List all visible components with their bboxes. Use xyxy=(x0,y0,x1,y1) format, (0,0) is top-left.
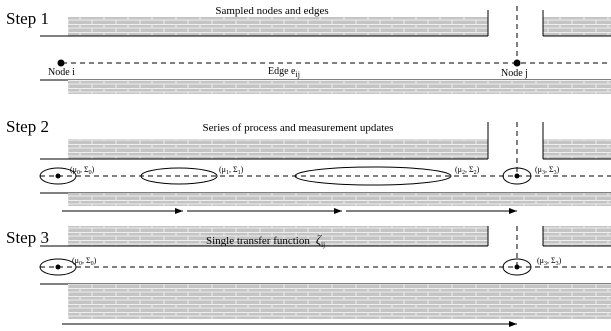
node-j-marker xyxy=(513,59,521,67)
step1-upper-wall-right xyxy=(543,17,611,36)
edge-label-sub: ij xyxy=(296,70,300,79)
step3-state-3-ellipse xyxy=(502,258,532,276)
step3-upper-wall xyxy=(68,226,488,246)
step3-panel: Step 3 Single transfer function ζij (μ0, … xyxy=(6,226,611,327)
step3-state-3-mean xyxy=(514,264,520,270)
step2-state-3-label: (μ3, Σ3) xyxy=(535,165,560,176)
step3-state-0-mean xyxy=(55,264,61,270)
step2-upper-wall-right xyxy=(543,139,611,159)
step2-state-0-label: (μ0, Σ0) xyxy=(70,165,95,176)
step1-upper-wall xyxy=(68,17,488,36)
zeta-subscript: ij xyxy=(321,241,325,249)
step2-state-0-mean xyxy=(55,173,61,179)
edge-label: Edge eij xyxy=(268,66,300,79)
step2-title: Series of process and measurement update… xyxy=(203,122,394,134)
step1-lower-wall xyxy=(68,80,611,94)
step2-state-0-ellipse xyxy=(39,167,77,185)
step2-panel: Step 2 Series of process and measurement… xyxy=(6,117,611,214)
step2-lower-wall xyxy=(68,193,611,206)
zeta-symbol: ζ xyxy=(316,232,322,247)
step1-panel: Step 1 Sampled nodes and edges Node i Ed… xyxy=(6,5,611,94)
step3-label: Step 3 xyxy=(6,228,49,247)
node-i-marker xyxy=(57,59,65,67)
node-i-label: Node i xyxy=(48,67,75,78)
step3-lower-wall xyxy=(68,284,611,319)
step2-state-2-ellipse xyxy=(294,166,452,186)
step2-state-3-mean xyxy=(514,173,520,179)
step1-label: Step 1 xyxy=(6,9,49,28)
step1-title: Sampled nodes and edges xyxy=(215,5,328,17)
step3-title: Single transfer function ζij xyxy=(206,232,325,249)
step3-state-0-label: (μ0, Σ0) xyxy=(72,256,97,267)
step3-state-3-label: (μ3, Σ3) xyxy=(537,256,562,267)
node-j-label: Node j xyxy=(501,68,528,79)
step2-state-1-label: (μ1, Σ1) xyxy=(219,165,244,176)
step2-state-2-label: (μ2, Σ2) xyxy=(455,165,480,176)
step2-state-3-ellipse xyxy=(502,167,532,185)
step2-state-1-ellipse xyxy=(140,167,218,185)
step2-label: Step 2 xyxy=(6,117,49,136)
step2-upper-wall xyxy=(68,139,488,159)
step3-state-0-ellipse xyxy=(39,258,77,276)
step3-title-text: Single transfer function xyxy=(206,235,310,247)
step3-upper-wall-right xyxy=(543,226,611,246)
edge-label-main: Edge e xyxy=(268,66,296,77)
